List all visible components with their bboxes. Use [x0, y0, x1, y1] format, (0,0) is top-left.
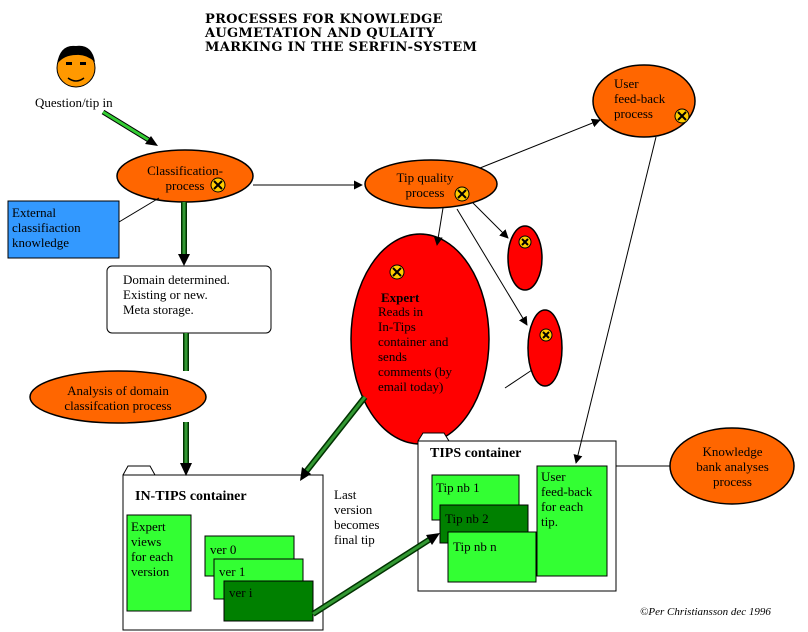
green-flow-arrows: [178, 202, 440, 617]
red-ellipse-small-2: [527, 309, 563, 387]
tips-title: TIPS container: [430, 446, 522, 461]
user-face-icon: [56, 45, 96, 88]
expert-views-label: Expert views for each version: [131, 519, 174, 579]
credit-text: ©Per Christiansson dec 1996: [640, 606, 771, 618]
analysis-process-label: Analysis of domain classifcation process: [64, 383, 172, 413]
analysis-process-ellipse: [29, 370, 207, 424]
classification-process-label: Classification- process: [147, 163, 223, 193]
expert-title: Expert: [381, 290, 420, 305]
tip-nb-n-label: Tip nb n: [453, 539, 497, 554]
process-gear-icon: [539, 328, 553, 342]
user-feedback-process-label: User feed-back process: [614, 76, 666, 121]
process-gear-icon: [518, 235, 532, 249]
process-gear-icon: [454, 186, 470, 202]
ver-i-label: ver i: [229, 585, 253, 600]
in-tips-title: IN-TIPS container: [135, 489, 247, 504]
tip-nb-1-label: Tip nb 1: [436, 480, 480, 495]
red-ellipse-small-1: [507, 225, 543, 291]
connector-arrows: [118, 118, 670, 467]
external-knowledge-box: [7, 200, 120, 259]
expert-body: Reads in In-Tips container and sends com…: [378, 304, 453, 394]
knowledge-bank-label: Knowledge bank analyses process: [696, 444, 769, 489]
user-feedback-tip-box: [536, 465, 608, 577]
tip-quality-process-label: Tip quality process: [396, 170, 454, 200]
last-version-note: Last version becomes final tip: [334, 487, 380, 547]
user-label: Question/tip in: [35, 95, 113, 110]
user-feedback-tip-label: User feed-back for each tip.: [541, 469, 593, 529]
process-gear-icon: [210, 177, 226, 193]
user-feedback-process-ellipse: [592, 64, 696, 138]
ver-i-box: [223, 580, 314, 622]
domain-determined-label: Domain determined. Existing or new. Meta…: [123, 272, 230, 317]
diagram-title: PROCESSES FOR KNOWLEDGE AUGMETATION AND …: [205, 12, 478, 55]
tip-nb-2-label: Tip nb 2: [445, 511, 489, 526]
tip-nb-n-box: [447, 531, 537, 583]
external-knowledge-label: External classifiaction knowledge: [12, 205, 81, 250]
green-arrow-user-to-classification: [101, 109, 158, 146]
ver-0-label: ver 0: [210, 542, 237, 557]
expert-views-box: [126, 514, 192, 612]
process-gear-icon: [674, 108, 690, 124]
process-gear-icon: [389, 264, 405, 280]
ver-1-label: ver 1: [219, 564, 246, 579]
